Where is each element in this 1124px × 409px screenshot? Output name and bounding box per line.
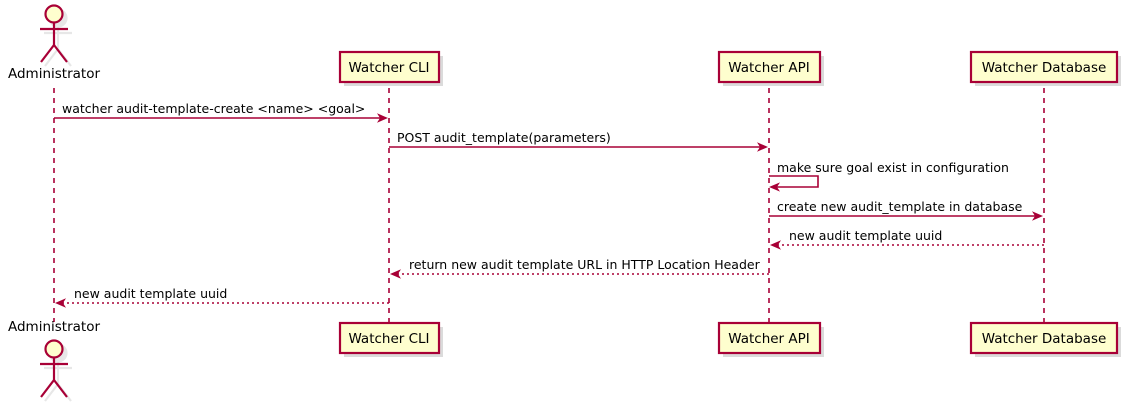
participant-label-top-watcher-cli: Watcher CLI xyxy=(348,60,429,76)
message-7-watcher-cli-to-administrator[interactable] xyxy=(55,298,389,308)
message-arrowhead xyxy=(1032,211,1043,221)
participant-label-top-watcher-api: Watcher API xyxy=(728,60,810,76)
message-arrowhead xyxy=(55,298,66,308)
participant-label-top-administrator: Administrator xyxy=(8,66,100,82)
participant-box-top-watcher-database[interactable] xyxy=(969,50,1119,84)
message-label-5: new audit template uuid xyxy=(789,228,942,243)
message-2-watcher-cli-to-watcher-api[interactable] xyxy=(389,142,768,152)
message-1-administrator-to-watcher-cli[interactable] xyxy=(54,113,388,123)
message-label-4: create new audit_template in database xyxy=(777,199,1023,214)
message-label-2: POST audit_template(parameters) xyxy=(397,130,611,145)
actor-leg-right xyxy=(53,44,68,63)
participant-box-top-watcher-cli[interactable] xyxy=(338,50,441,84)
participant-label-bottom-watcher-database: Watcher Database xyxy=(982,331,1107,347)
participant-label-bottom-watcher-cli: Watcher CLI xyxy=(348,331,429,347)
actor-leg-right xyxy=(53,379,68,398)
participant-box-bottom-watcher-cli[interactable] xyxy=(338,321,441,355)
participant-box-bottom-watcher-database[interactable] xyxy=(969,321,1119,355)
actor-figure-top-administrator[interactable] xyxy=(40,4,68,63)
participant-label-bottom-administrator: Administrator xyxy=(8,319,100,335)
participant-box-bottom-watcher-api[interactable] xyxy=(717,321,822,355)
message-arrowhead xyxy=(769,182,780,192)
message-arrowhead xyxy=(390,269,401,279)
message-label-3: make sure goal exist in configuration xyxy=(777,160,1009,175)
participant-label-bottom-watcher-api: Watcher API xyxy=(728,331,810,347)
message-label-1: watcher audit-template-create <name> <go… xyxy=(62,101,365,116)
message-5-watcher-database-to-watcher-api[interactable] xyxy=(770,240,1044,250)
message-label-6: return new audit template URL in HTTP Lo… xyxy=(409,257,761,272)
participant-label-top-watcher-database: Watcher Database xyxy=(982,60,1107,76)
actor-leg-left xyxy=(44,383,59,402)
lifelines-group xyxy=(53,88,1045,322)
participant-shapes-group xyxy=(40,4,1121,402)
actor-leg-left xyxy=(44,48,59,67)
actor-head-icon xyxy=(44,339,64,359)
actor-leg-left xyxy=(40,44,55,63)
actor-head-icon xyxy=(44,4,64,24)
actor-leg-left xyxy=(40,379,55,398)
message-arrowhead xyxy=(757,142,768,152)
message-self-loop-path xyxy=(769,175,819,188)
message-arrowhead xyxy=(770,240,781,250)
message-3-watcher-api-to-watcher-api[interactable] xyxy=(769,175,819,192)
message-6-watcher-api-to-watcher-cli[interactable] xyxy=(390,269,769,279)
actor-figure-bottom-administrator[interactable] xyxy=(40,339,68,398)
messages-group xyxy=(54,113,1044,308)
message-label-7: new audit template uuid xyxy=(74,286,227,301)
participant-box-top-watcher-api[interactable] xyxy=(717,50,822,84)
message-arrowhead xyxy=(377,113,388,123)
message-4-watcher-api-to-watcher-database[interactable] xyxy=(769,211,1043,221)
